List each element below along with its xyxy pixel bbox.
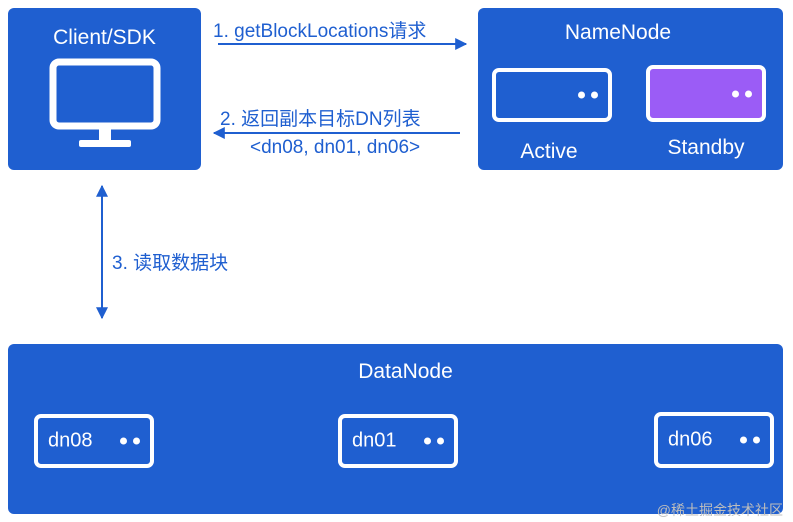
active-label: Active [520, 140, 578, 163]
standby-label: Standby [667, 136, 745, 159]
read-label: 3. 读取数据块 [112, 253, 229, 274]
namenode-box: NameNode Active Standby [478, 8, 783, 170]
server-status-dots [424, 437, 444, 445]
datanode-server: dn08 [34, 414, 154, 468]
datanode-label: dn01 [352, 429, 397, 452]
source-watermark: @稀土掘金技术社区 [656, 502, 783, 518]
datanode-title: DataNode [358, 360, 453, 383]
datanode-label: dn08 [48, 429, 93, 452]
namenode-title: NameNode [564, 21, 672, 44]
monitor-icon [49, 58, 161, 147]
server-status-dots [578, 91, 598, 99]
active-server [492, 68, 612, 122]
client-sdk-title: Client/SDK [53, 26, 156, 49]
datanode-server: dn01 [338, 414, 458, 468]
datanode-label: dn06 [668, 428, 713, 451]
request-label: 1. getBlockLocations请求 [213, 21, 427, 42]
server-status-dots [732, 90, 752, 97]
standby-server [646, 65, 766, 122]
datanode-server: dn06 [654, 412, 774, 468]
server-status-dots [740, 436, 760, 444]
response-label: 2. 返回副本目标DN列表 [220, 109, 421, 130]
datanode-box: DataNode dn08 dn01 dn06 [8, 344, 783, 514]
server-status-dots [120, 437, 140, 445]
client-sdk-box: Client/SDK [8, 8, 201, 170]
response-list-label: <dn08, dn01, dn06> [250, 137, 421, 158]
